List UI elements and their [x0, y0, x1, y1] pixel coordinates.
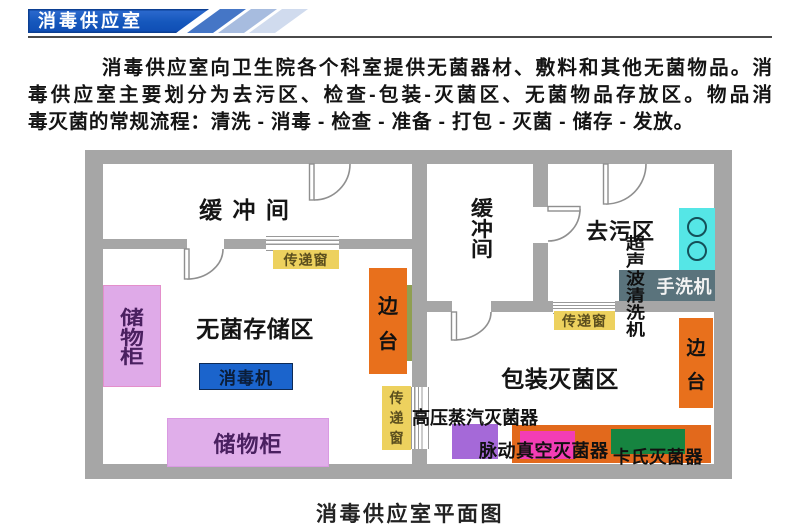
wall-buffer-dirty-upper: [533, 164, 548, 207]
intro-paragraph: 消毒供应室向卫生院各个科室提供无菌器材、敷料和其他无菌物品。消 毒供应室主要划分…: [28, 55, 772, 136]
room-label-decontamination: 去污区: [585, 219, 655, 244]
wall-middle-lower: [412, 449, 427, 464]
wall-buffer-dirty-lower: [533, 243, 548, 302]
label-autoclave: 高压蒸汽灭菌器: [412, 408, 538, 428]
cassette-sterilizer-box: [611, 429, 685, 454]
wall-bufferleft-bottom-3: [339, 239, 412, 249]
side-table-right-label: 边台: [686, 338, 706, 393]
room-label-buffer-left: 缓 冲 间: [199, 197, 291, 223]
wall-right: [714, 150, 732, 479]
intro-line-1: 消毒供应室向卫生院各个科室提供无菌器材、敷料和其他无菌物品。消: [102, 57, 772, 79]
label-pulse-vacuum: 脉动真空灭菌器: [479, 441, 609, 461]
pass-window-middle-glass: [411, 387, 429, 449]
room-label-sterile-storage: 无菌存储区: [196, 316, 314, 342]
intro-line-3: 毒灭菌的常规流程：清洗 - 消毒 - 检查 - 准备 - 打包 - 灭菌 - 储…: [28, 111, 694, 133]
wall-bufferleft-bottom-1: [103, 239, 187, 249]
pass-window-middle-text: 传递窗: [389, 390, 404, 446]
title-banner: [28, 9, 209, 33]
side-table-left: 边台: [369, 268, 407, 374]
cabinet-vertical: 储物柜: [103, 285, 161, 387]
header-divider: [28, 36, 772, 38]
door-arc-buffer-mid-bottom: [453, 311, 492, 341]
door-arc-dirty-top: [605, 163, 647, 205]
wall-middle-upper: [412, 164, 427, 387]
sink-circle-1: [687, 217, 707, 237]
door-arc-buffer-left-bottom: [186, 248, 224, 280]
door-leaf-buffer-left-top: [308, 163, 315, 201]
autoclave-box: [452, 424, 498, 459]
page-title: 消毒供应室: [38, 11, 143, 31]
room-label-buffer-middle: 缓冲间: [471, 198, 493, 261]
door-arc-buffer-left-top: [313, 163, 351, 201]
plan-caption: 消毒供应室平面图: [316, 503, 504, 526]
side-table-left-label: 边台: [378, 295, 398, 353]
door-leaf-buffer-mid-bottom: [450, 311, 458, 341]
label-cassette-sterilizer: 卡氏灭菌器: [613, 447, 703, 467]
wall-bottom: [85, 464, 732, 479]
ultrasonic-cleaner-box: [679, 208, 715, 270]
pass-window-right-label: 传递窗: [554, 311, 615, 330]
pass-window-middle-label: 传递窗: [382, 386, 411, 450]
wall-right-horizontal-2: [491, 301, 553, 312]
wall-bufferleft-bottom-2: [224, 239, 266, 249]
wall-left: [85, 150, 103, 479]
sink-circle-2: [687, 241, 707, 261]
door-leaf-buffer-mid-dirty: [547, 205, 581, 212]
wall-right-horizontal-3: [615, 301, 714, 312]
intro-line-2: 毒供应室主要划分为去污区、检查-包装-灭菌区、无菌物品存放区。物品消: [28, 84, 772, 106]
label-ultrasonic-cleaner: 超声波清洗机: [626, 236, 645, 340]
cabinet-vertical-label: 储物柜: [120, 308, 144, 369]
door-arc-buffer-mid-dirty: [547, 208, 581, 242]
room-label-packing-sterilization: 包装灭菌区: [501, 366, 619, 392]
disinfector-machine: 消毒机: [199, 363, 293, 390]
wall-right-horizontal-1: [427, 301, 452, 312]
pass-window-left-label: 传递窗: [273, 250, 339, 269]
pulse-vacuum-box: [520, 431, 575, 459]
cabinet-horizontal: 储物柜: [167, 418, 329, 467]
door-leaf-buffer-left-bottom: [183, 248, 190, 280]
side-table-left-strip: [407, 285, 412, 361]
side-table-right: 边台: [679, 318, 713, 408]
hand-washer-box: 手洗机: [619, 270, 715, 301]
wall-top: [85, 150, 732, 164]
door-leaf-dirty-top: [602, 163, 609, 205]
